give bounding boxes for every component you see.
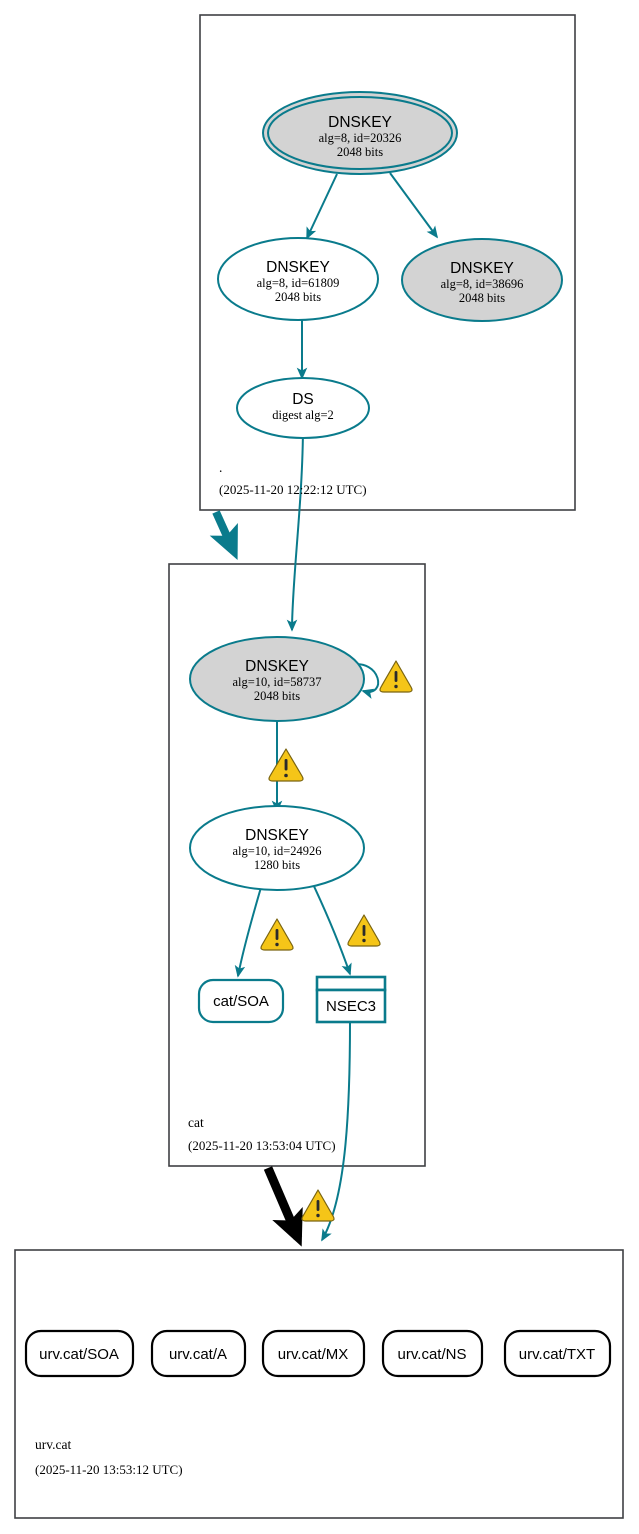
node-label: cat/SOA: [213, 993, 269, 1010]
edge-root-ksk-to-38696: [389, 172, 438, 239]
zone-label-root: .: [219, 460, 222, 475]
node-title: DNSKEY: [245, 827, 309, 844]
node-title: DNSKEY: [266, 259, 330, 276]
node-dnskey-root-ksk-20326[interactable]: DNSKEY alg=8, id=20326 2048 bits: [262, 91, 458, 175]
warning-icon-cat-zsk-to-soa[interactable]: [260, 918, 294, 951]
node-rrset-urv-txt[interactable]: urv.cat/TXT: [503, 1329, 612, 1378]
node-dnskey-cat-zsk-24926[interactable]: DNSKEY alg=10, id=24926 1280 bits: [189, 805, 365, 891]
node-label: urv.cat/TXT: [519, 1346, 595, 1363]
node-line2: alg=10, id=58737: [232, 675, 321, 689]
node-label: urv.cat/A: [169, 1346, 227, 1363]
node-label: urv.cat/MX: [278, 1346, 349, 1363]
edge-delegation-cat-to-urvcat: [263, 1166, 303, 1247]
edge-delegation-root-to-cat: [209, 510, 238, 560]
edge-cat-zsk-to-nsec3: [311, 881, 352, 976]
node-dnskey-cat-ksk-58737[interactable]: DNSKEY alg=10, id=58737 2048 bits: [189, 636, 365, 722]
warning-icon-cat-ksk-selfsign[interactable]: [379, 660, 413, 693]
node-ds-root[interactable]: DS digest alg=2: [236, 377, 370, 439]
node-line3: 2048 bits: [275, 290, 321, 304]
node-label: urv.cat/NS: [398, 1346, 467, 1363]
node-line2: alg=8, id=38696: [441, 277, 524, 291]
zone-box-urvcat: [14, 1249, 624, 1519]
node-label: NSEC3: [326, 998, 376, 1015]
node-dnskey-root-zsk-61809[interactable]: DNSKEY alg=8, id=61809 2048 bits: [217, 237, 379, 321]
zone-timestamp-cat: (2025-11-20 13:53:04 UTC): [188, 1138, 336, 1153]
node-rrset-urv-a[interactable]: urv.cat/A: [150, 1329, 247, 1378]
node-title: DNSKEY: [245, 658, 309, 675]
warning-icon-cat-ksk-to-zsk[interactable]: [268, 748, 304, 782]
zone-timestamp-urvcat: (2025-11-20 13:53:12 UTC): [35, 1462, 183, 1477]
node-line3: 2048 bits: [337, 145, 383, 159]
node-rrset-urv-ns[interactable]: urv.cat/NS: [381, 1329, 484, 1378]
edge-root-ksk-to-61809: [306, 173, 338, 240]
node-line2: digest alg=2: [272, 408, 334, 422]
zone-label-urvcat: urv.cat: [35, 1437, 71, 1452]
zone-timestamp-root: (2025-11-20 12:22:12 UTC): [219, 482, 367, 497]
node-line2: alg=10, id=24926: [232, 844, 321, 858]
node-line3: 2048 bits: [459, 291, 505, 305]
node-line2: alg=8, id=20326: [319, 131, 402, 145]
warning-icon-cat-zsk-to-nsec3[interactable]: [347, 914, 381, 947]
edge-cat-zsk-to-soa: [234, 883, 263, 978]
node-title: DS: [292, 391, 314, 408]
node-title: DNSKEY: [328, 114, 392, 131]
node-line3: 1280 bits: [254, 858, 300, 872]
edge-ds-to-cat-dnskey: [286, 423, 304, 632]
node-dnskey-root-zsk-38696[interactable]: DNSKEY alg=8, id=38696 2048 bits: [401, 238, 563, 322]
edge-nsec3-to-urvcat: [321, 1020, 351, 1242]
node-title: DNSKEY: [450, 260, 514, 277]
node-rrset-cat-soa[interactable]: cat/SOA: [197, 978, 285, 1024]
node-label: urv.cat/SOA: [39, 1346, 119, 1363]
node-nsec3-cat[interactable]: NSEC3: [315, 975, 387, 1024]
node-rrset-urv-mx[interactable]: urv.cat/MX: [261, 1329, 366, 1378]
node-line3: 2048 bits: [254, 689, 300, 703]
node-rrset-urv-soa[interactable]: urv.cat/SOA: [24, 1329, 135, 1378]
node-line2: alg=8, id=61809: [257, 276, 340, 290]
zone-label-cat: cat: [188, 1115, 204, 1130]
warning-icon-cat-delegation[interactable]: [301, 1189, 335, 1222]
